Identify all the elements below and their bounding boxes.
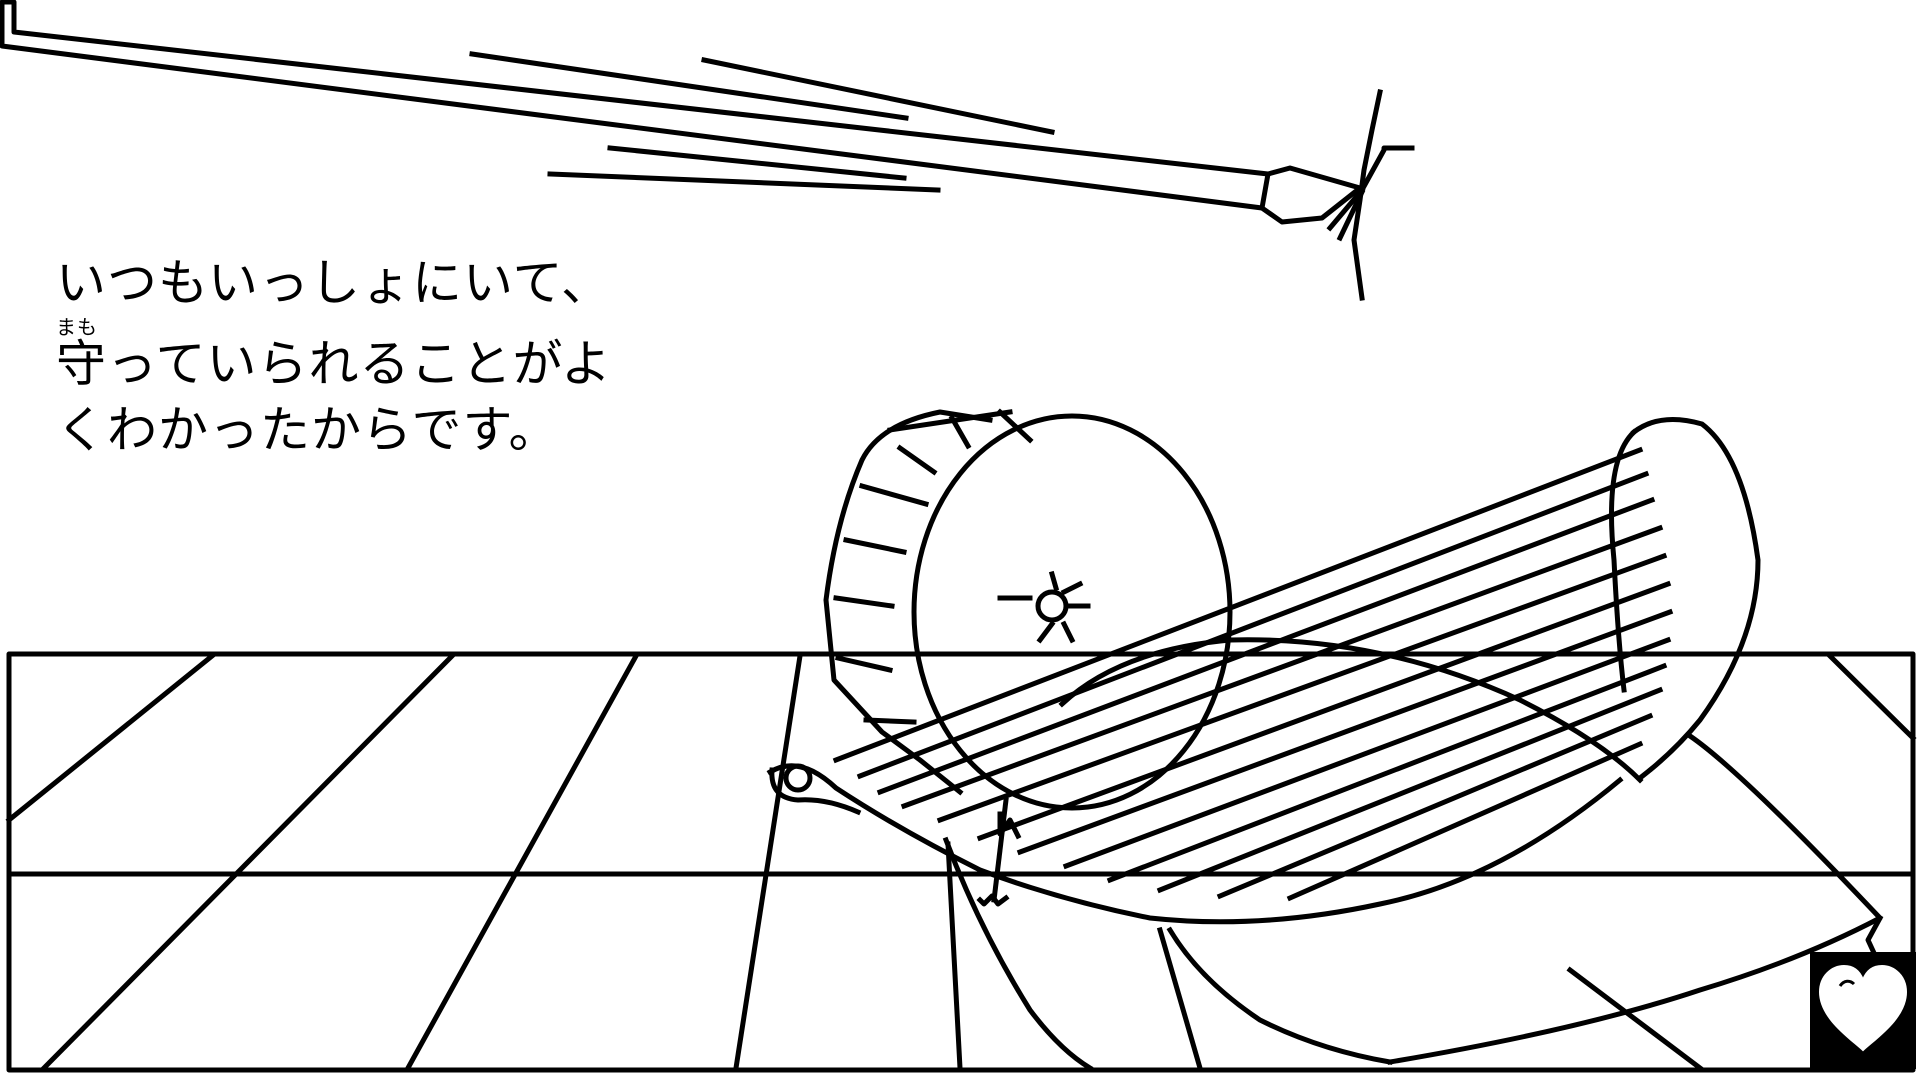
- drum-drawing: [823, 408, 1233, 811]
- dialogue-line-2: 守まもっていられることがよ: [56, 316, 696, 397]
- heart-icon: [1818, 964, 1908, 1052]
- dialogue-text: いつもいっしょにいて、 守まもっていられることがよ くわかったからです。: [56, 250, 696, 463]
- arrow-drawing: [0, 0, 1415, 301]
- ruby-kanji: 守まも: [56, 317, 107, 393]
- dialogue-line-2-rest: っていられることがよ: [107, 335, 612, 393]
- furigana: まも: [56, 315, 107, 339]
- dialogue-line-3: くわかったからです。: [56, 401, 560, 459]
- koto-drawing: [766, 417, 1761, 925]
- kanji-text: 守: [56, 335, 107, 393]
- cushion-drawing: [942, 732, 1884, 1072]
- dialogue-line-1: いつもいっしょにいて、: [56, 254, 612, 312]
- heart-menu-button[interactable]: [1810, 952, 1916, 1069]
